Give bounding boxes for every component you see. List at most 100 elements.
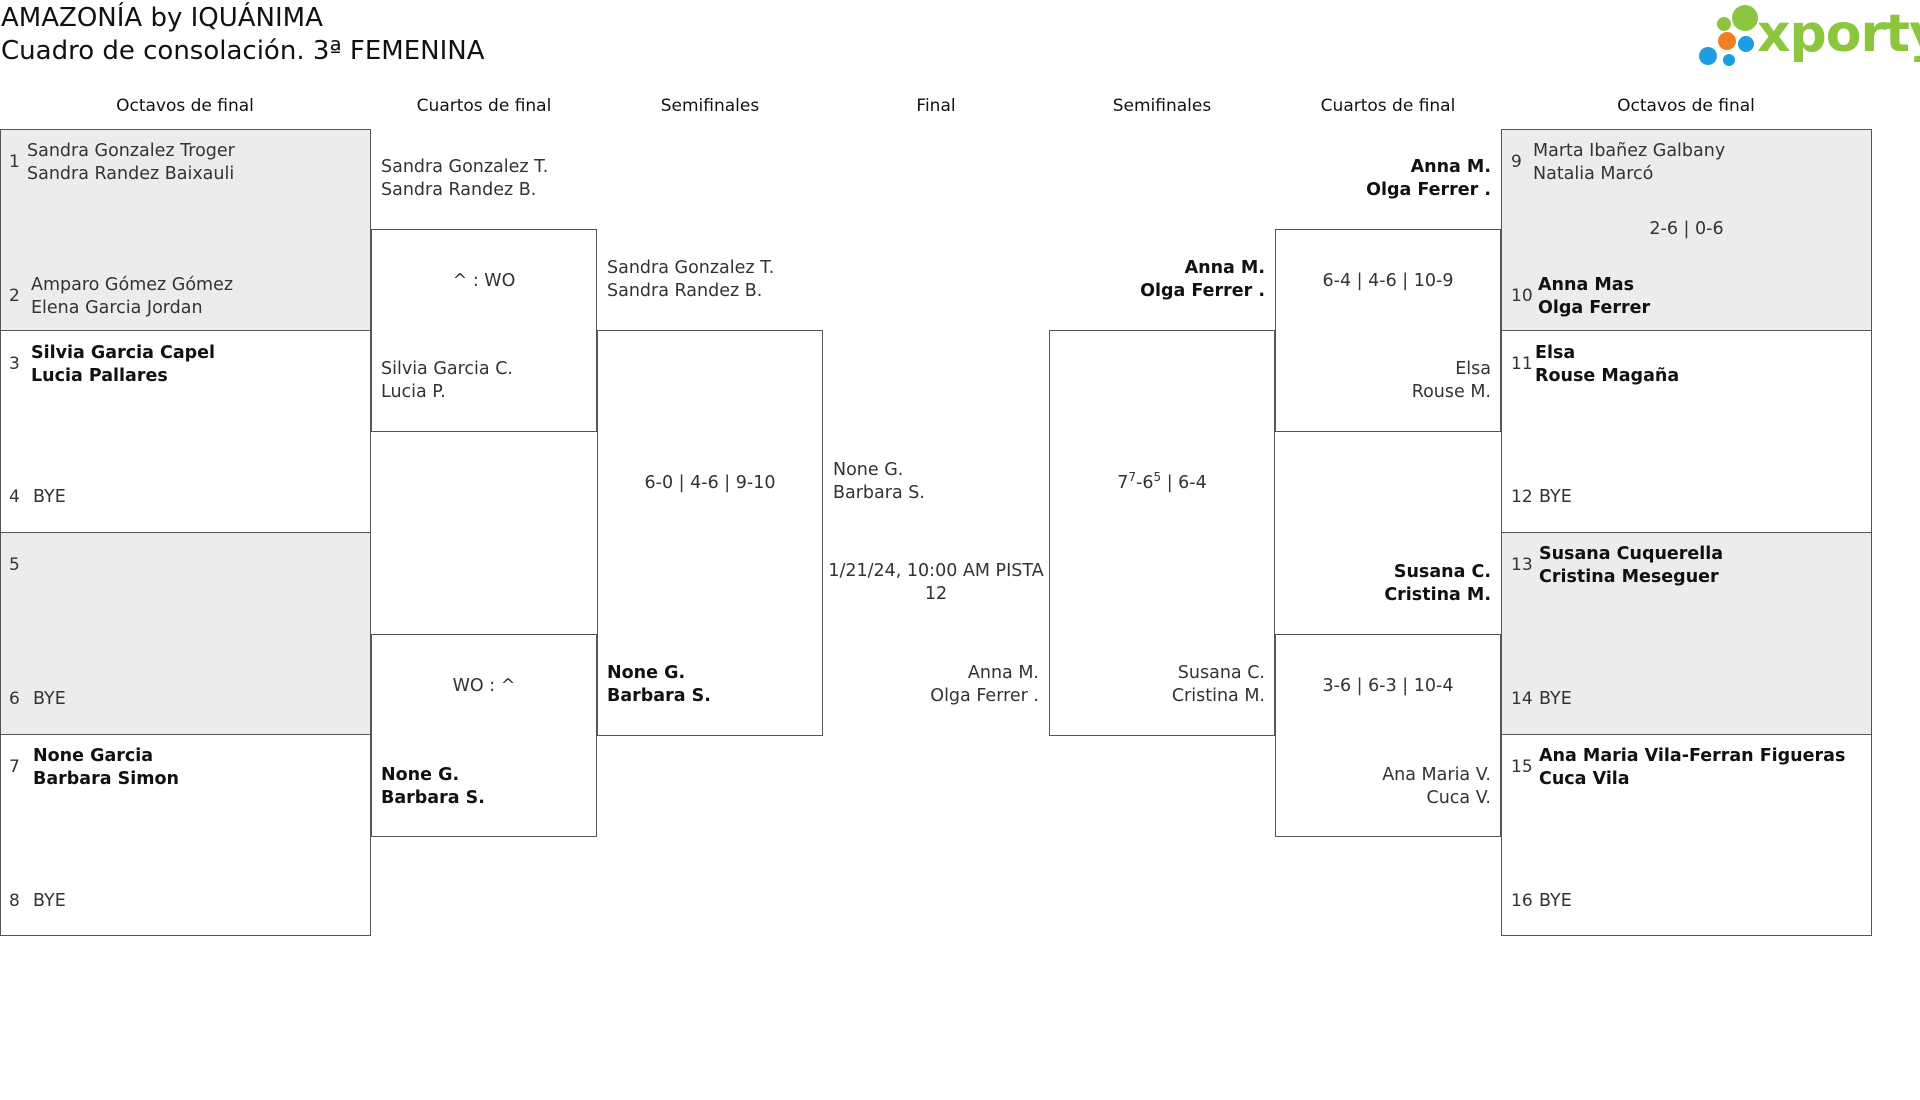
player-name: Marta Ibañez Galbany <box>1533 141 1726 161</box>
match-r16-right-1 <box>1501 129 1872 331</box>
match-score: WO : ^ <box>452 676 516 696</box>
match-qf-right-2 <box>1275 634 1501 837</box>
title-line-1: AMAZONÍA by IQUÁNIMA <box>1 3 323 33</box>
player-name-bye: BYE <box>1539 487 1572 507</box>
seed-number: 5 <box>9 555 20 575</box>
match-sf-left <box>597 330 823 736</box>
header-sf-left: Semifinales <box>660 96 760 116</box>
player-name: Barbara Simon <box>33 769 179 789</box>
player-name: Sandra Randez Baixauli <box>27 164 235 184</box>
match-r16-right-4 <box>1501 734 1872 936</box>
player-name: Elsa <box>1455 359 1491 379</box>
team-entry: Marta Ibañez Galbany Natalia Marcó <box>1533 140 1725 186</box>
player-name: Cuca Vila <box>1539 769 1630 789</box>
final-team-left: None G. Barbara S. <box>833 459 925 505</box>
seed-number: 8 <box>9 891 20 911</box>
player-name: Ana Maria V. <box>1382 765 1491 785</box>
seed-number: 1 <box>9 152 20 172</box>
player-name-bye: BYE <box>1539 891 1572 911</box>
logo-text: xporty <box>1757 4 1920 64</box>
team-entry-winner: Ana Maria Vila-Ferran Figueras Cuca Vila <box>1539 745 1845 791</box>
team-entry: Sandra Gonzalez T. Sandra Randez B. <box>607 257 774 303</box>
team-entry-winner: Susana C. Cristina M. <box>1275 561 1491 607</box>
player-name: Cristina Meseguer <box>1539 567 1719 587</box>
seed-number: 16 <box>1511 891 1533 911</box>
player-name: Silvia Garcia C. <box>381 359 513 379</box>
player-name: Olga Ferrer <box>1538 298 1651 318</box>
score-set1-b: -6 <box>1136 473 1154 493</box>
team-entry-winner: None G. Barbara S. <box>607 662 711 708</box>
score-rest: | 6-4 <box>1161 473 1207 493</box>
header-final: Final <box>916 96 956 116</box>
player-name: Olga Ferrer . <box>1140 281 1265 301</box>
title-line-2: Cuadro de consolación. 3ª FEMENINA <box>1 36 485 66</box>
player-name: None G. <box>381 765 460 785</box>
player-name-bye: BYE <box>1539 689 1572 709</box>
header-qf-left: Cuartos de final <box>416 96 552 116</box>
player-name: Sandra Randez B. <box>381 180 537 200</box>
player-name: Sandra Gonzalez T. <box>381 157 549 177</box>
player-name: Susana Cuquerella <box>1539 544 1724 564</box>
player-name: Rouse Magaña <box>1535 366 1680 386</box>
match-score: ^ : WO <box>452 271 516 291</box>
team-entry-winner: None Garcia Barbara Simon <box>33 745 179 791</box>
match-score: 3-6 | 6-3 | 10-4 <box>1322 676 1454 696</box>
seed-number: 7 <box>9 757 20 777</box>
match-qf-left-1 <box>371 229 597 432</box>
team-entry-winner: None G. Barbara S. <box>381 764 485 810</box>
header-r16-left: Octavos de final <box>116 96 254 116</box>
player-name: Olga Ferrer . <box>930 686 1039 706</box>
final-schedule: 1/21/24, 10:00 AM PISTA 12 <box>823 560 1049 606</box>
seed-number: 12 <box>1511 487 1533 507</box>
team-entry: Ana Maria V. Cuca V. <box>1275 764 1491 810</box>
match-qf-right-1 <box>1275 229 1501 432</box>
logo-dots-icon <box>1699 5 1758 66</box>
player-name: Silvia Garcia Capel <box>31 343 216 363</box>
team-entry: Sandra Gonzalez T. Sandra Randez B. <box>381 156 548 202</box>
player-name: None Garcia <box>33 746 154 766</box>
player-name: Anna M. <box>1184 258 1265 278</box>
seed-number: 15 <box>1511 757 1533 777</box>
player-name: Olga Ferrer . <box>1366 180 1491 200</box>
player-name: Anna Mas <box>1538 275 1635 295</box>
player-name: Susana C. <box>1393 562 1491 582</box>
player-name: Sandra Gonzalez Troger <box>27 141 235 161</box>
player-name: Lucia Pallares <box>31 366 168 386</box>
seed-number: 9 <box>1511 152 1522 172</box>
player-name: Susana C. <box>1177 663 1265 683</box>
team-entry-winner: Silvia Garcia Capel Lucia Pallares <box>31 342 215 388</box>
player-name: Natalia Marcó <box>1533 164 1654 184</box>
player-name-bye: BYE <box>33 891 66 911</box>
team-entry-winner: Anna M. Olga Ferrer . <box>1275 156 1491 202</box>
player-name: Sandra Randez B. <box>607 281 763 301</box>
match-sf-right <box>1049 330 1275 736</box>
team-entry-winner: Anna M. Olga Ferrer . <box>1049 257 1265 303</box>
match-qf-left-2 <box>371 634 597 837</box>
seed-number: 3 <box>9 354 20 374</box>
player-name: Cristina M. <box>1171 686 1265 706</box>
match-score: 2-6 | 0-6 <box>1649 219 1724 239</box>
match-score: 77-65 | 6-4 <box>1049 471 1275 495</box>
player-name: Elsa <box>1535 343 1576 363</box>
player-name: Rouse M. <box>1411 382 1491 402</box>
seed-number: 13 <box>1511 555 1533 575</box>
final-court: 12 <box>924 584 948 604</box>
match-score: 6-0 | 4-6 | 9-10 <box>644 473 776 493</box>
match-r16-left-4 <box>0 734 371 936</box>
player-name: Sandra Gonzalez T. <box>607 258 775 278</box>
header-qf-right: Cuartos de final <box>1320 96 1456 116</box>
team-entry: Susana C. Cristina M. <box>1049 662 1265 708</box>
player-name: Amparo Gómez Gómez <box>31 275 234 295</box>
player-name: Cristina M. <box>1384 585 1491 605</box>
header-r16-right: Octavos de final <box>1617 96 1755 116</box>
match-r16-left-3 <box>0 532 371 735</box>
player-name: Barbara S. <box>833 483 925 503</box>
seed-number: 11 <box>1511 354 1533 374</box>
player-name: None G. <box>607 663 686 683</box>
team-entry: Silvia Garcia C. Lucia P. <box>381 358 513 404</box>
final-team-right: Anna M. Olga Ferrer . <box>823 662 1039 708</box>
seed-number: 4 <box>9 487 20 507</box>
tournament-title: AMAZONÍA by IQUÁNIMA Cuadro de consolaci… <box>1 2 485 68</box>
final-datetime: 1/21/24, 10:00 AM PISTA <box>828 561 1044 581</box>
player-name: Cuca V. <box>1426 788 1492 808</box>
